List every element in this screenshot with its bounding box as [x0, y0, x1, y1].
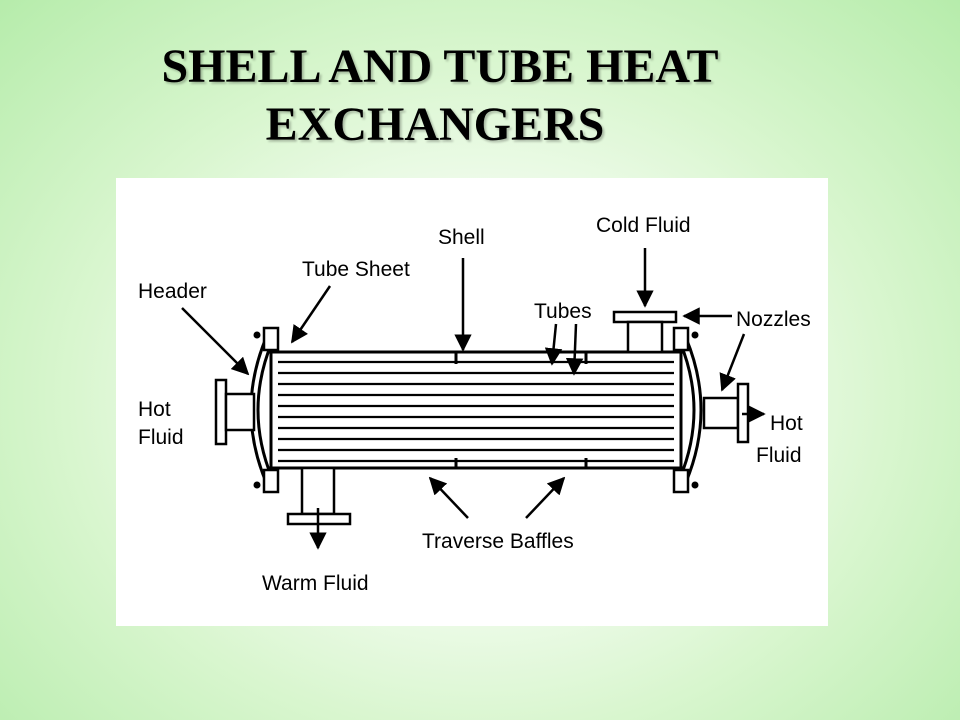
- label-hot-fluid-out-1: Hot: [770, 412, 803, 435]
- label-hot-fluid-out-2: Fluid: [756, 444, 802, 467]
- arrow-baffle-2: [525, 476, 566, 519]
- label-shell: Shell: [438, 226, 485, 249]
- label-tubes: Tubes: [534, 300, 592, 323]
- label-header: Header: [138, 280, 207, 303]
- label-tube-sheet: Tube Sheet: [302, 258, 410, 281]
- label-hot-fluid-in-2: Fluid: [138, 426, 184, 449]
- right-tube-sheet: [672, 326, 690, 494]
- arrow-tubes-1: [544, 323, 563, 366]
- left-flange-bolts: [253, 331, 261, 489]
- label-warm-fluid: Warm Fluid: [262, 572, 369, 595]
- title-line-1: SHELL AND TUBE HEAT: [161, 40, 719, 93]
- left-tube-sheet: [262, 326, 280, 494]
- arrow-header: [181, 307, 250, 376]
- label-cold-fluid: Cold Fluid: [596, 214, 691, 237]
- arrow-tube-sheet: [290, 285, 332, 344]
- hot-fluid-inlet-nozzle: [214, 378, 256, 446]
- cold-fluid-nozzle: [612, 310, 678, 354]
- arrow-baffle-1: [428, 476, 469, 519]
- arrow-nozzles-2: [719, 333, 746, 392]
- traverse-baffles: [454, 352, 588, 468]
- title-line-2: EXCHANGERS: [265, 98, 605, 151]
- tube-bundle: [278, 360, 674, 463]
- label-traverse-baffles: Traverse Baffles: [422, 530, 574, 553]
- shell-body: [268, 350, 684, 470]
- arrow-tubes-2: [565, 323, 584, 376]
- right-header: [678, 337, 703, 483]
- right-flange-bolts: [691, 331, 699, 489]
- label-hot-fluid-in-1: Hot: [138, 398, 171, 421]
- label-nozzles: Nozzles: [736, 308, 811, 331]
- hot-fluid-outlet-nozzle: [702, 382, 750, 444]
- slide-title: SHELL AND TUBE HEAT EXCHANGERS: [0, 38, 880, 154]
- heat-exchanger-diagram: Shell Cold Fluid Tube Sheet Header Tubes…: [138, 214, 811, 595]
- annotation-arrows: [181, 248, 766, 550]
- heat-exchanger-figure: Shell Cold Fluid Tube Sheet Header Tubes…: [116, 178, 828, 626]
